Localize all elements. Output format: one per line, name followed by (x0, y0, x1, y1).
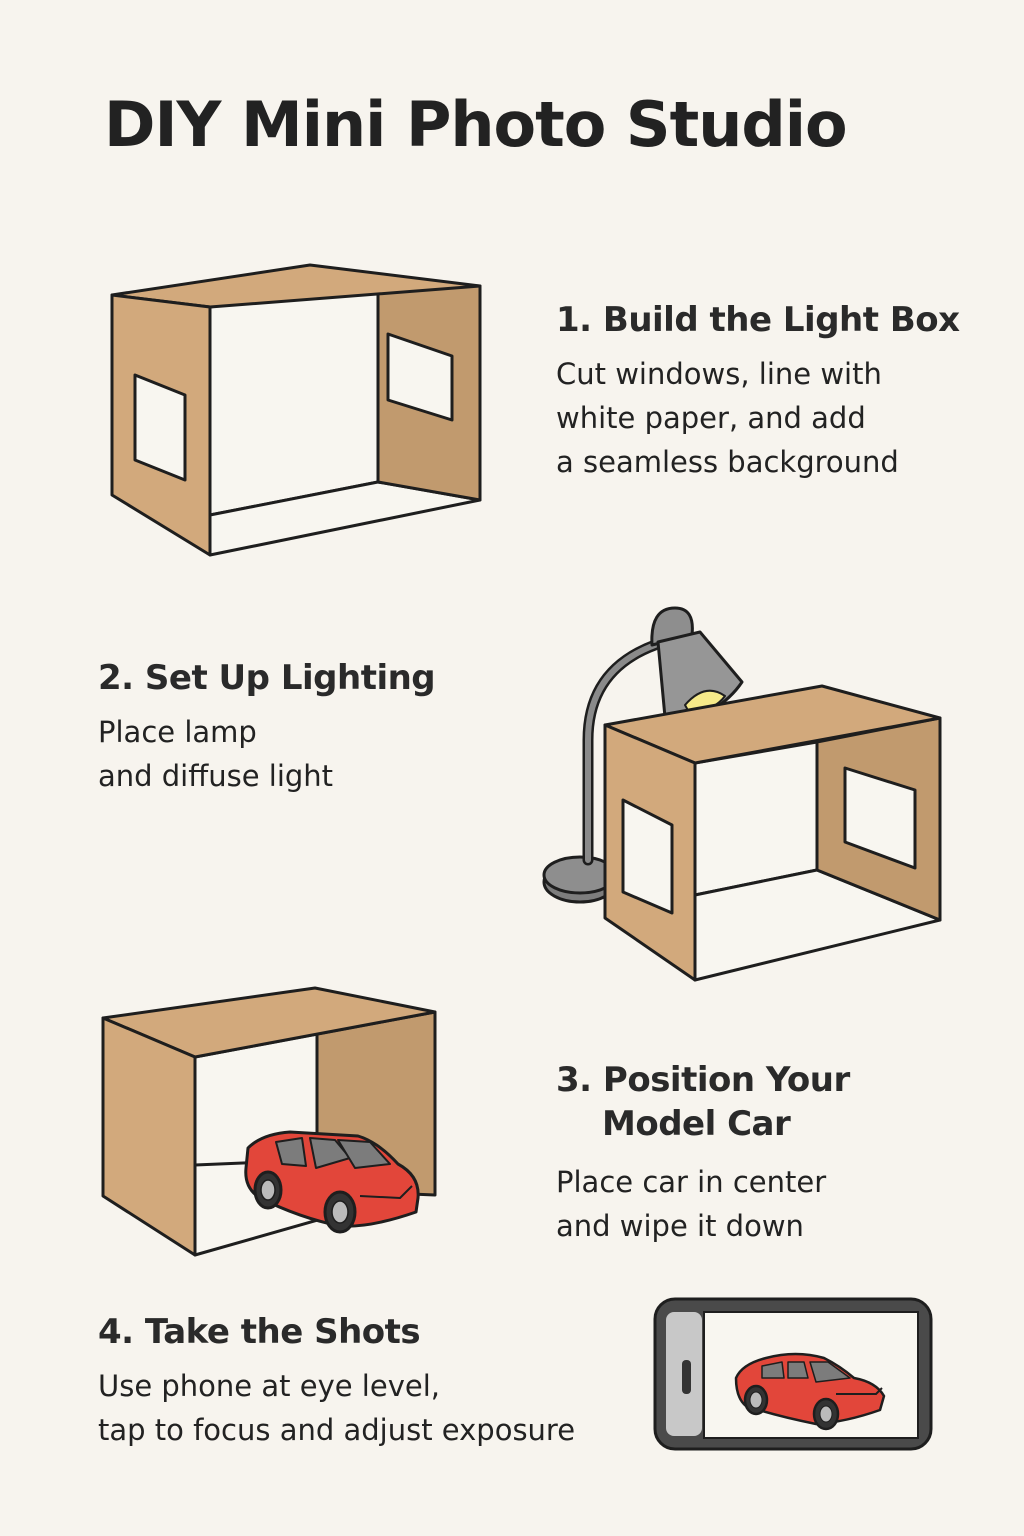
lamp-and-light-box-icon (542, 606, 942, 982)
step-2: 2. Set Up Lighting Place lamp and diffus… (98, 656, 436, 798)
step-3-description: Place car in center and wipe it down (556, 1165, 827, 1244)
step-1-heading: 1. Build the Light Box (556, 300, 960, 340)
step-4-description: Use phone at eye level, tap to focus and… (98, 1369, 576, 1448)
step-3-heading: 3. Position Your Model Car (556, 1060, 850, 1145)
step-3: 3. Position Your Model Car Place car in … (556, 1058, 850, 1248)
page-title: DIY Mini Photo Studio (104, 88, 848, 161)
step-4-heading: 4. Take the Shots (98, 1312, 421, 1352)
red-car-icon (734, 1352, 886, 1431)
step-4: 4. Take the Shots Use phone at eye level… (98, 1310, 575, 1452)
step-1: 1. Build the Light Box Cut windows, line… (556, 298, 960, 484)
red-car-icon (244, 1130, 420, 1234)
step-2-heading: 2. Set Up Lighting (98, 658, 436, 698)
step-1-description: Cut windows, line with white paper, and … (556, 357, 899, 480)
phone-with-car-icon (653, 1297, 933, 1451)
light-box-icon (110, 263, 482, 557)
car-in-light-box-icon (101, 986, 437, 1257)
step-2-description: Place lamp and diffuse light (98, 715, 334, 794)
